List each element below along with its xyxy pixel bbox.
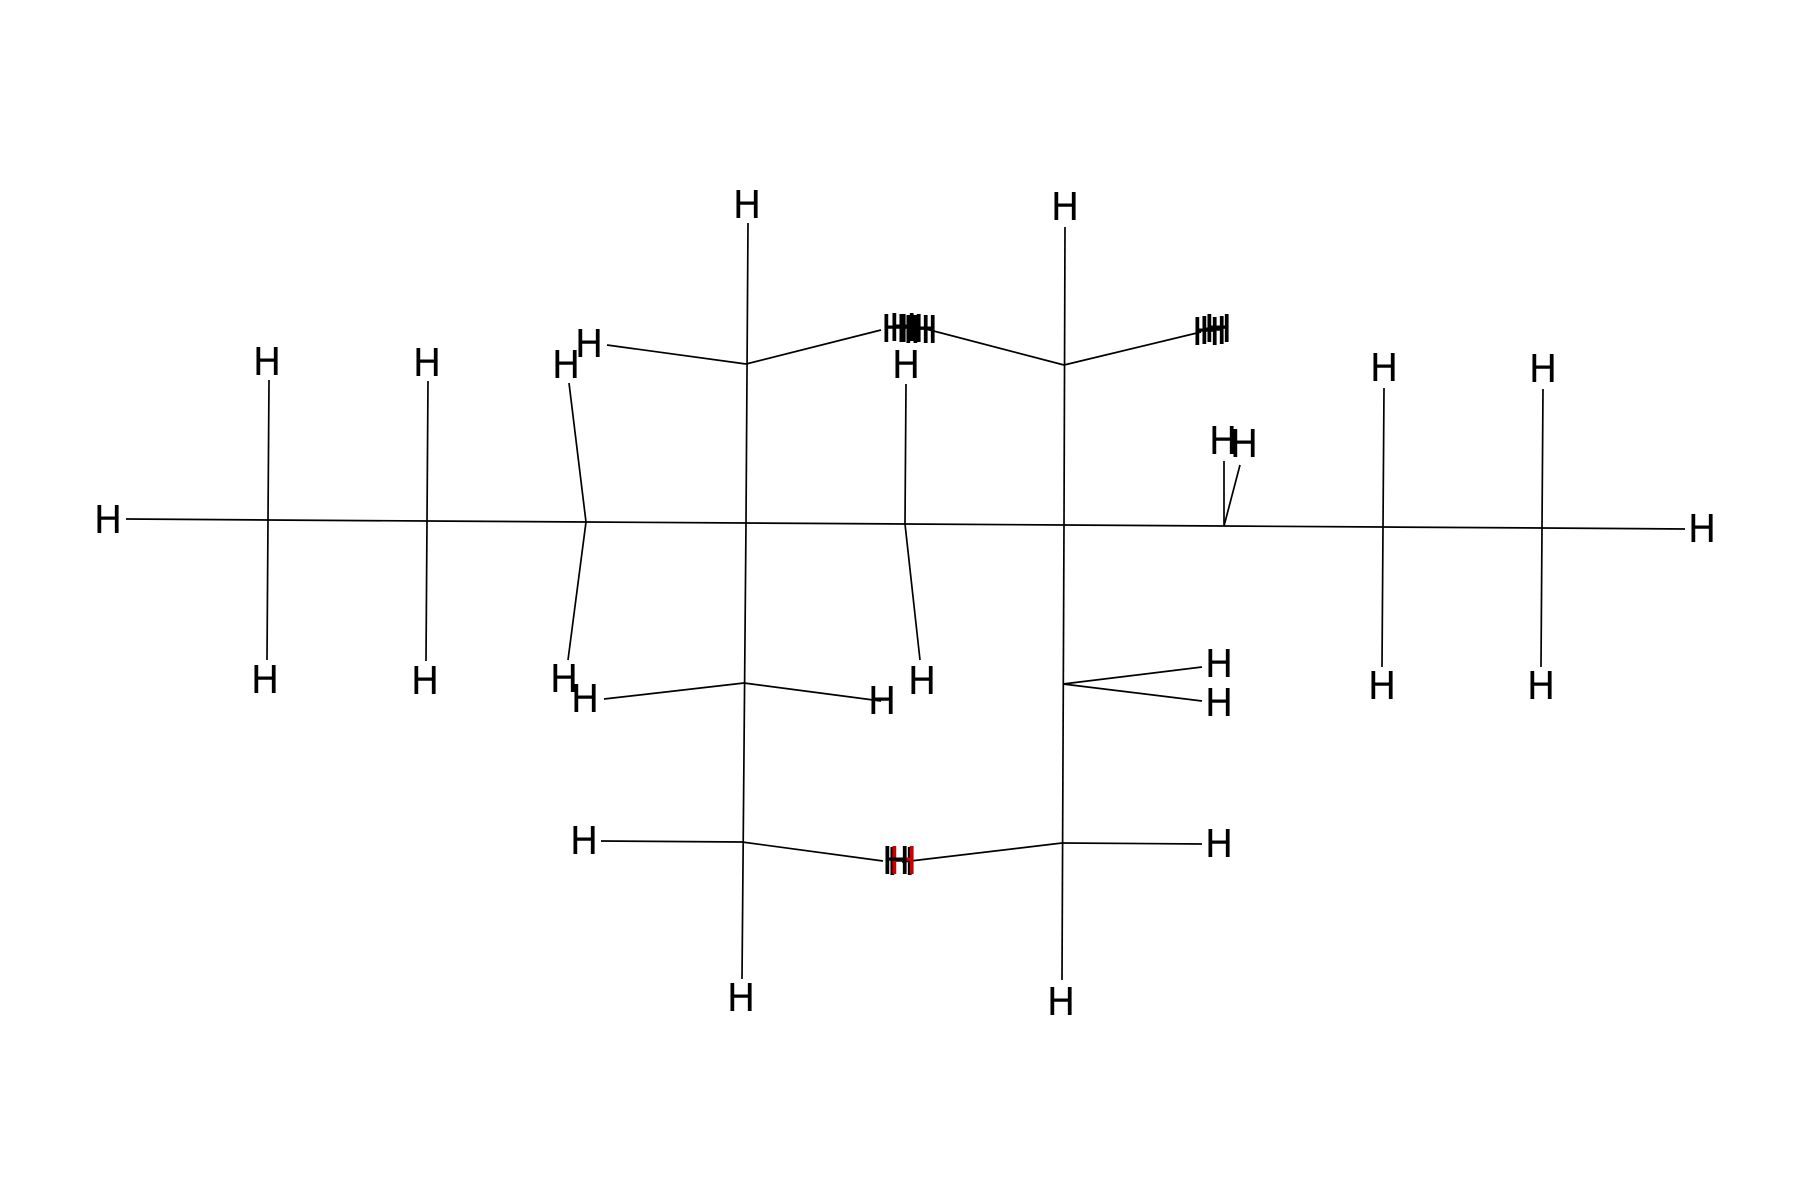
bond-line (745, 329, 882, 365)
atom-label-hydrogen: H (1529, 347, 1558, 391)
bond-line (267, 379, 270, 521)
atom-label-hydrogen: H (1368, 664, 1397, 708)
bond-line (1063, 226, 1066, 526)
bond-line (125, 518, 269, 521)
atom-label-hydrogen: H (903, 308, 932, 352)
atom-label-hydrogen: H (1370, 346, 1399, 390)
atom-label-hydrogen: H (411, 659, 440, 703)
atom-label-hydrogen: H (1204, 307, 1233, 351)
atom-label-hydrogen: H (550, 657, 579, 701)
bond-line (267, 519, 428, 522)
bond-line (426, 520, 587, 523)
bond-line (1223, 464, 1241, 527)
bond-line (426, 380, 429, 522)
atom-label-hydrogen: H (733, 183, 762, 227)
atom-label-hydrogen: H (1688, 507, 1717, 551)
bond-line (1540, 527, 1543, 668)
atom-label-hydrogen: H (1209, 419, 1238, 463)
atom-label-hydrogen: H (571, 677, 600, 721)
atom-label-hydrogen: H (889, 839, 918, 883)
atom-label-hydrogen: H (892, 343, 921, 387)
bond-line (606, 344, 747, 365)
atom-label-hydrogen: H (1205, 642, 1234, 686)
atom-label-hydrogen: H (251, 658, 280, 702)
bond-line (1061, 524, 1065, 981)
atom-label-hydrogen: H (552, 343, 581, 387)
bond-line (1541, 388, 1544, 529)
bond-line (425, 520, 428, 662)
atom-label-hydrogen: H (570, 819, 599, 863)
bond-line (266, 519, 269, 661)
bond-line (904, 523, 1065, 526)
atom-label-hydrogen: H (1199, 309, 1228, 353)
bond-line (1382, 526, 1543, 529)
bond-line (1061, 842, 1203, 845)
bond-line (745, 222, 749, 524)
atom-label-hydrogen: H (727, 976, 756, 1020)
atom-label-hydrogen: H (889, 306, 918, 350)
atom-label-hydrogen: H (253, 340, 282, 384)
bond-line (568, 382, 587, 523)
atom-label-hydrogen: H (1047, 980, 1076, 1024)
bond-line (600, 840, 743, 843)
bond-line (1063, 331, 1202, 366)
bond-line (1382, 387, 1385, 528)
atom-label-hydrogen: H (1205, 822, 1234, 866)
atom-label-hydrogen: H (1230, 422, 1259, 466)
atom-label-hydrogen: H (910, 308, 939, 352)
bond-line (904, 383, 907, 525)
bond-line (603, 682, 745, 700)
bond-line (904, 523, 921, 661)
bond-line (741, 522, 747, 980)
atom-label-hydrogen: H (94, 498, 123, 542)
bond-line (743, 682, 882, 702)
atom-label-hydrogen: H (868, 679, 897, 723)
atom-label-hydrogen: H (896, 307, 925, 351)
bond-line (901, 842, 1063, 863)
atom-label-hydrogen: H (1192, 310, 1221, 354)
bond-line (1223, 525, 1384, 528)
atom-label-hydrogen: H (1205, 681, 1234, 725)
bond-line (745, 522, 906, 525)
bond-line (585, 521, 747, 524)
atom-label-hydrogen: H (1051, 185, 1080, 229)
atom-label-hydrogen: H (575, 322, 604, 366)
bond-line (1062, 683, 1203, 702)
bond-line (1381, 526, 1384, 668)
atom-label-hydrogen: H (413, 341, 442, 385)
bond-line (741, 841, 884, 862)
atom-label-hydrogen: H (887, 840, 916, 884)
atom-label-hydrogen: H (881, 307, 910, 351)
bond-layer (125, 222, 1686, 981)
bond-line (925, 328, 1065, 366)
bond-line (567, 521, 587, 661)
bond-line (1062, 666, 1203, 685)
atom-label-hydrogen: H (882, 839, 911, 883)
atom-label-hydrogen: H (908, 659, 937, 703)
bond-line (1063, 524, 1225, 527)
bond-line (1541, 527, 1686, 530)
atom-label-hydrogen: H (1527, 664, 1556, 708)
